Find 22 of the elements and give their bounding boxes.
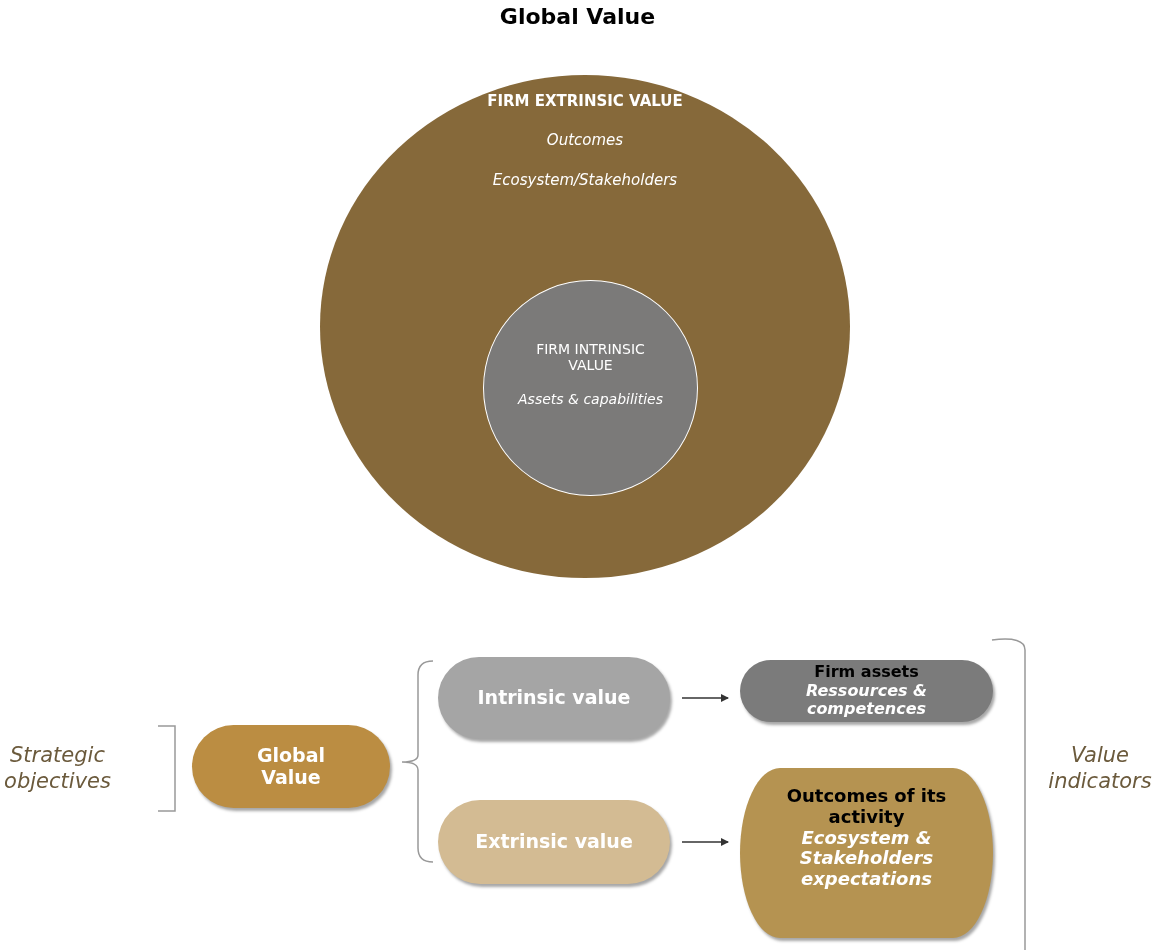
diagram-title: Global Value [498,4,657,29]
node-subtext: Outcomes [546,132,624,150]
pill-box [740,660,993,722]
node-subtext: Ecosystem/Stakeholders [492,171,678,189]
side-label: Value indicators [1047,742,1153,795]
node-heading: FIRM INTRINSIC VALUE [535,341,646,374]
pill-box [438,657,670,739]
node-heading: Intrinsic value [477,687,631,709]
node-subtext: Assets & capabilities [518,391,663,408]
side-label: Strategic objectives [3,742,112,795]
node-heading: Extrinsic value [475,831,633,853]
pill-box [438,800,670,884]
node-heading: Firm assets [814,663,919,682]
arrow [681,694,729,702]
arrow [681,838,729,846]
rounded-box [740,768,993,938]
node-subtext: Ressources & competences [804,681,929,719]
node-subtext: Ecosystem & Stakeholders expectations [798,827,935,890]
node-heading: Global Value [255,744,327,789]
node-heading: Outcomes of its activity [785,786,948,828]
pill-box [192,725,390,808]
node-heading: FIRM EXTRINSIC VALUE [487,93,683,111]
